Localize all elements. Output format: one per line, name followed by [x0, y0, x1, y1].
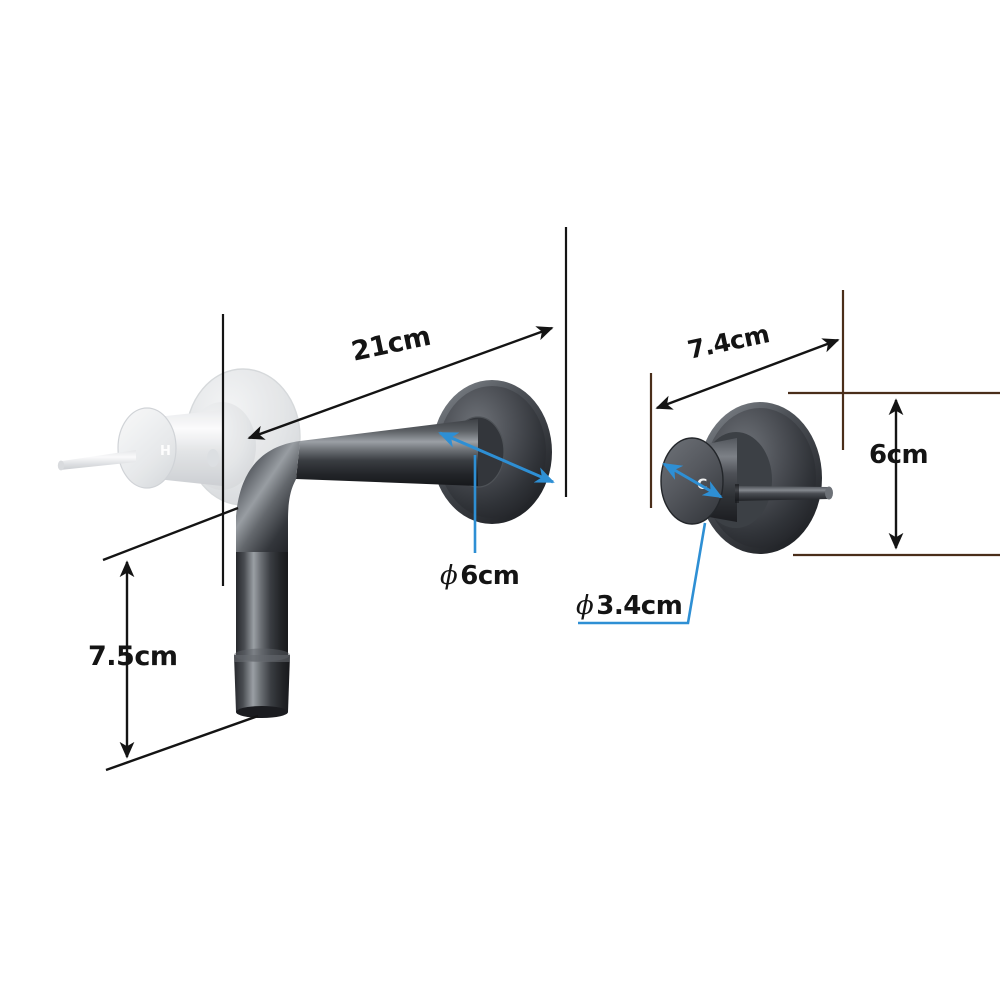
spout-aerator [234, 655, 290, 712]
hot-marking-label: H [160, 444, 171, 459]
spout-vertical-tube [236, 552, 288, 660]
dimension-arrow-74cm [655, 338, 840, 410]
handle-lever [735, 486, 830, 501]
diameter-arrow-handle-knob [662, 462, 723, 499]
phi-symbol-icon-2: ϕ [576, 591, 594, 621]
extension-line-75cm-top [102, 506, 239, 562]
phi-34cm-value: 3.4cm [596, 591, 683, 621]
phi-symbol-icon: ϕ [440, 561, 458, 591]
spout-elbow [236, 441, 300, 560]
dimension-label-6cm: 6cm [869, 440, 929, 470]
dimension-arrow-21cm [247, 326, 554, 440]
spout-horizontal-tube [296, 419, 478, 486]
diameter-arrow-spout-escutcheon [438, 431, 555, 484]
phi-6cm-value: 6cm [460, 561, 520, 591]
dimension-label-75cm: 7.5cm [88, 641, 178, 672]
extension-line-75cm-bottom [105, 714, 259, 772]
cold-handle-assembly: C [660, 402, 833, 554]
leader-line-phi34 [578, 522, 707, 625]
spout-outlet-opening [236, 706, 288, 718]
